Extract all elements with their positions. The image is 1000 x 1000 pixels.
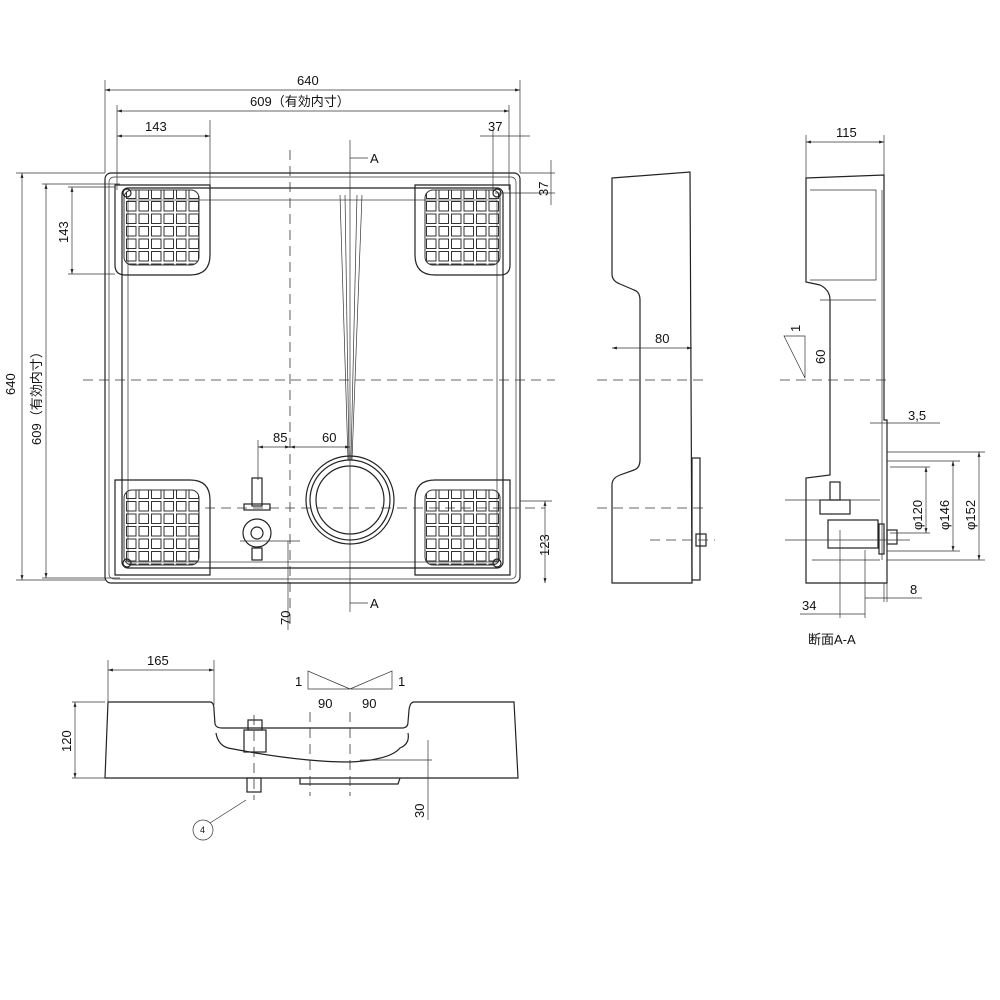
dim-front-height: 120 [59, 730, 74, 752]
drain-channel [339, 194, 363, 461]
section-outline [805, 174, 888, 584]
dim-drain-offset: 60 [322, 430, 336, 445]
pan-rim [108, 176, 517, 580]
corner-pad-bottom-right [414, 479, 511, 576]
slope-triangles [307, 670, 393, 690]
slope-left-rise: 1 [295, 674, 302, 689]
callout-leader [209, 799, 247, 824]
dim-thickness: 3,5 [908, 408, 926, 423]
slope-right-rise: 1 [398, 674, 405, 689]
section-mark-bottom: A [370, 596, 379, 611]
dim-dia-120: φ120 [910, 500, 925, 530]
dim-front-drop: 30 [412, 804, 427, 818]
dim-trap-offset: 85 [273, 430, 287, 445]
slope-left-run: 90 [318, 696, 332, 711]
section-inner-lines [810, 189, 883, 561]
dim-trap-offset-section: 34 [802, 598, 816, 613]
front-view: 165 120 1 1 90 90 30 4 [59, 653, 519, 841]
dim-width-overall: 640 [297, 73, 319, 88]
dim-height-inner: 609（有効内寸） [29, 345, 44, 445]
trap-fitting-front [243, 719, 267, 753]
callout-number: 4 [200, 825, 205, 835]
dim-side-depth: 80 [655, 331, 669, 346]
side-drain-flange [691, 457, 701, 581]
corner-pad-top-left [114, 184, 211, 276]
front-outline [104, 701, 519, 779]
dim-pad-height: 143 [56, 221, 71, 243]
section-drain-bolt [886, 529, 898, 545]
dim-flange: 8 [910, 582, 917, 597]
section-view: 115 1 60 3,5 φ120 φ146 φ152 8 34 断面A-A [780, 125, 985, 647]
side-view: 80 [597, 171, 715, 584]
corner-pad-top-right [414, 184, 511, 276]
dim-trap-from-bottom: 70 [278, 611, 293, 625]
callout-circle [192, 819, 214, 841]
dim-pad-width: 143 [145, 119, 167, 134]
dim-section-depth: 115 [836, 125, 857, 140]
front-basin-curve [215, 732, 409, 763]
front-drain-base [299, 777, 401, 785]
dim-dia-152: φ152 [963, 500, 978, 530]
section-mark-top: A [370, 151, 379, 166]
side-outline [611, 171, 693, 584]
section-drain-seal [878, 523, 885, 555]
section-trap-body [819, 499, 851, 515]
section-trap-valve [829, 481, 841, 501]
front-trap-outlet [246, 777, 262, 793]
dim-drain-from-bottom: 123 [537, 534, 552, 556]
dim-dia-146: φ146 [937, 500, 952, 530]
dim-corner-offset-y: 37 [536, 182, 551, 196]
dim-corner-offset-x: 37 [488, 119, 502, 134]
slope-rise: 1 [788, 325, 803, 332]
dim-front-pad-width: 165 [147, 653, 169, 668]
dim-width-inner: 609（有効内寸） [250, 94, 350, 109]
top-view: A A 640 609（有効内寸） 143 37 37 640 609（有効内寸… [3, 73, 555, 630]
trap-fitting [242, 477, 272, 561]
pan-inner-wall [121, 187, 504, 569]
dim-height-overall: 640 [3, 373, 18, 395]
slope-triangle [783, 335, 806, 379]
slope-run: 60 [813, 350, 828, 364]
section-trap-pipe [827, 519, 879, 549]
pan-floor [127, 199, 498, 563]
pan-outline [104, 172, 521, 584]
section-caption: 断面A-A [808, 632, 856, 647]
slope-right-run: 90 [362, 696, 376, 711]
corner-pad-bottom-left [114, 479, 211, 576]
